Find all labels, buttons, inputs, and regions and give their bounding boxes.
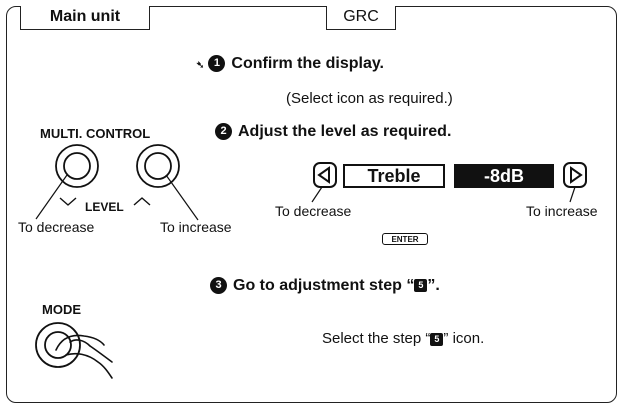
grc-to-decrease: To decrease [275, 203, 352, 219]
select-step-suffix: ” icon. [443, 330, 485, 347]
grc-leader-increase [569, 186, 576, 203]
right-arrow-icon[interactable] [563, 162, 587, 188]
chevron-up-icon [133, 197, 151, 206]
chevron-down-icon [59, 197, 77, 206]
select-step-text: Select the step “5” icon. [322, 330, 484, 347]
step-1-title: Confirm the display. [231, 55, 384, 72]
step-2-title: Adjust the level as required. [238, 123, 452, 140]
tab-grc: GRC [326, 6, 396, 30]
knob-left-icon[interactable] [55, 144, 99, 188]
step-2-number: 2 [215, 123, 232, 141]
knob-right-icon[interactable] [136, 144, 180, 188]
step-3-number: 3 [210, 277, 227, 295]
main-to-increase: To increase [160, 219, 232, 235]
step-3-heading: 3 Go to adjustment step “5”. [210, 277, 440, 295]
step-3-title-prefix: Go to adjustment step “ [233, 277, 415, 294]
mode-label: MODE [42, 302, 81, 317]
grc-leader-decrease [311, 186, 323, 203]
step-2-heading: 2 Adjust the level as required. [215, 123, 451, 141]
mode-knob-icon[interactable] [35, 322, 81, 368]
small-arrow-icon: ➴ [196, 60, 205, 71]
step-5-icon: 5 [414, 279, 428, 293]
enter-button[interactable]: ENTER [382, 233, 428, 245]
leader-line-increase [165, 174, 199, 221]
level-label: LEVEL [85, 200, 124, 214]
step-1-number: 1 [208, 55, 226, 73]
panel-frame [6, 6, 617, 403]
step-1-note: (Select icon as required.) [286, 90, 453, 107]
step-5-icon-inline: 5 [430, 332, 444, 346]
left-arrow-icon[interactable] [313, 162, 337, 188]
step-3-title-suffix: ”. [427, 277, 440, 294]
grc-to-increase: To increase [526, 203, 598, 219]
leader-line-decrease [35, 174, 68, 220]
tab-main-unit: Main unit [20, 6, 150, 30]
multi-control-label: MULTI. CONTROL [40, 126, 151, 141]
select-step-prefix: Select the step “ [322, 330, 431, 347]
step-1-heading: ➴1 Confirm the display. [196, 55, 384, 73]
hand-icon [55, 334, 113, 379]
treble-label-box: Treble [343, 164, 445, 188]
treble-value-box: -8dB [454, 164, 554, 188]
main-to-decrease: To decrease [18, 219, 95, 235]
